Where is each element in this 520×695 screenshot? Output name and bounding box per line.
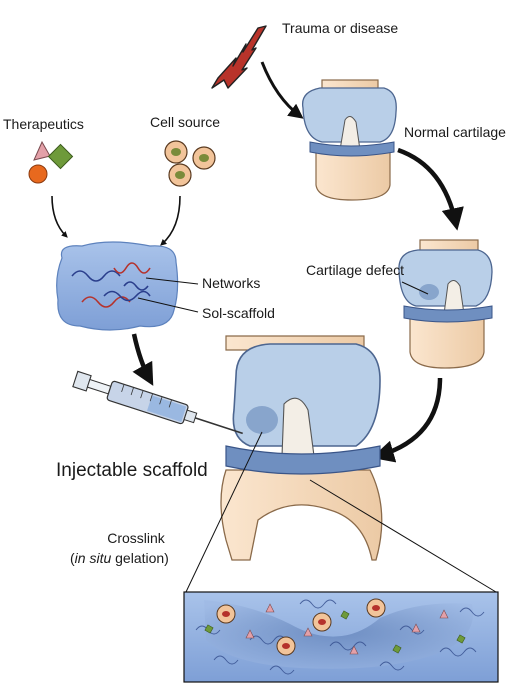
knee-normal [301,79,397,201]
triangle-icon [439,609,449,619]
sol-scaffold-blob [56,241,179,331]
label-in-situ-rest: gelation) [111,550,169,566]
circle-icon [28,164,48,184]
arrow-trauma-to-normal [260,61,304,119]
label-sol-scaffold: Sol-scaffold [202,305,275,321]
label-injectable-scaffold: Injectable scaffold [56,460,208,481]
square-icon [340,610,350,620]
label-trauma: Trauma or disease [282,20,399,36]
defect-pointer-line [401,281,429,295]
therapeutics-group [28,140,74,184]
square-icon [392,644,402,654]
triangle-icon [349,645,359,655]
sol-scaffold-pointer-line [137,297,199,313]
zoom-line-left [185,431,263,593]
zoom-line-right [309,479,497,593]
label-in-situ-gelation: (in situ gelation) [70,550,169,566]
network-fiber [113,262,151,274]
label-cartilage-defect: Cartilage defect [306,262,405,278]
cell-icon [168,163,192,187]
square-icon [456,634,466,644]
lightning-bolt-icon [211,25,267,89]
cell-icon [192,146,216,170]
cell-icon [164,140,188,164]
arrow-normal-to-defect [397,147,464,231]
label-in-situ-open: ( [70,550,75,566]
syringe-icon[interactable] [72,369,246,442]
label-cell-source: Cell source [150,114,221,130]
label-in-situ-italic: in situ [74,550,112,566]
triangle-icon [265,603,275,613]
networks-pointer-line [145,277,199,285]
network-fiber [103,290,151,302]
network-fiber [123,281,149,291]
arrow-cell-source [160,195,181,246]
label-crosslink: Crosslink [107,530,165,546]
triangle-icon [245,629,255,639]
label-therapeutics: Therapeutics [3,116,84,132]
arrow-therapeutics [51,195,68,238]
arrow-defect-to-injection [371,377,443,463]
cell-source-group [164,140,216,187]
knee-defect [398,239,493,369]
injection-site [246,406,278,434]
square-icon [204,624,214,634]
cell-icon [366,598,386,618]
triangle-icon [411,623,421,633]
knee-injection [220,335,383,561]
label-networks: Networks [202,275,261,291]
label-normal-cartilage: Normal cartilage [404,124,506,140]
cell-icon [312,612,332,632]
network-fiber [71,270,121,282]
cell-icon [276,636,296,656]
cell-icon [216,604,236,624]
triangle-icon [33,140,51,161]
crosslink-gel-box [183,591,499,683]
triangle-icon [303,627,313,637]
arrow-to-syringe [131,333,154,386]
square-icon [47,143,74,170]
